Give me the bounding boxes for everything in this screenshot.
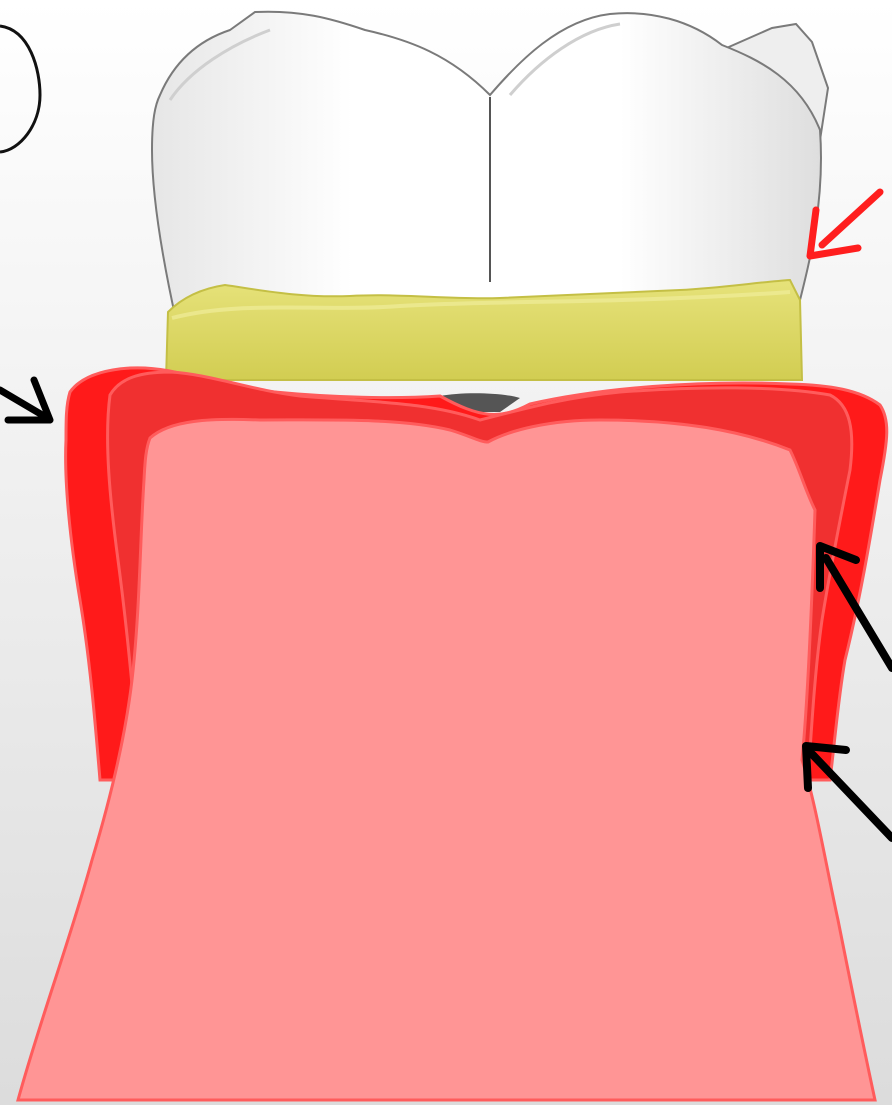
gum-inner-body [18,419,875,1100]
